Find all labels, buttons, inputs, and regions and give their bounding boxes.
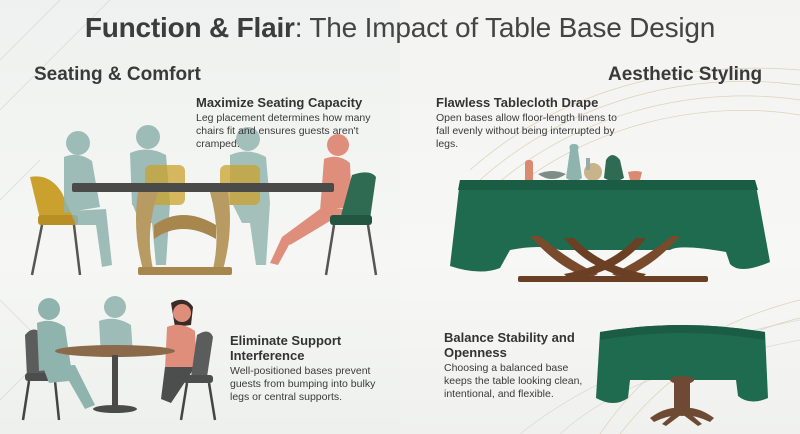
seated-person-4 (270, 134, 352, 265)
table-top (72, 183, 334, 192)
block-text-support-interference: Well-positioned bases prevent guests fro… (230, 365, 376, 403)
gold-table-base (136, 192, 232, 275)
block-title-stability-openness: Balance Stability and Openness (444, 330, 575, 360)
stability-openness-illustration (596, 325, 768, 426)
pedestal-base (650, 376, 714, 426)
pedestal-column (112, 355, 118, 407)
seating-capacity-illustration (30, 125, 378, 276)
page-title: Function & Flair: The Impact of Table Ba… (0, 12, 800, 44)
seated-person-1 (64, 131, 112, 267)
round-table-top (55, 345, 175, 357)
section-title-seating: Seating & Comfort (34, 64, 201, 85)
title-rest: : The Impact of Table Base Design (294, 12, 716, 43)
block-text-seating-capacity: Leg placement determines how many chairs… (196, 112, 371, 150)
block-title-support-interference: Eliminate Support Interference (230, 333, 342, 363)
green-chair-right (324, 172, 378, 276)
seated-person-5 (37, 298, 95, 409)
title-bold: Function & Flair (84, 12, 295, 43)
round-green-tablecloth (596, 325, 768, 403)
tablecloth-drape-illustration (450, 144, 770, 282)
block-text-stability-openness: Choosing a balanced base keeps the table… (444, 362, 583, 400)
block-title-tablecloth-drape: Flawless Tablecloth Drape (436, 95, 599, 110)
block-title-seating-capacity: Maximize Seating Capacity (196, 95, 363, 110)
table-decor (525, 144, 642, 182)
pedestal-foot (93, 405, 137, 413)
mustard-chair-left (30, 176, 82, 276)
wood-table-base (518, 236, 708, 282)
block-text-tablecloth-drape: Open bases allow floor-length linens to … (436, 112, 617, 150)
section-title-aesthetic: Aesthetic Styling (608, 64, 763, 85)
support-interference-illustration (21, 296, 217, 421)
dark-chair-right (179, 331, 217, 421)
green-tablecloth (450, 180, 770, 272)
